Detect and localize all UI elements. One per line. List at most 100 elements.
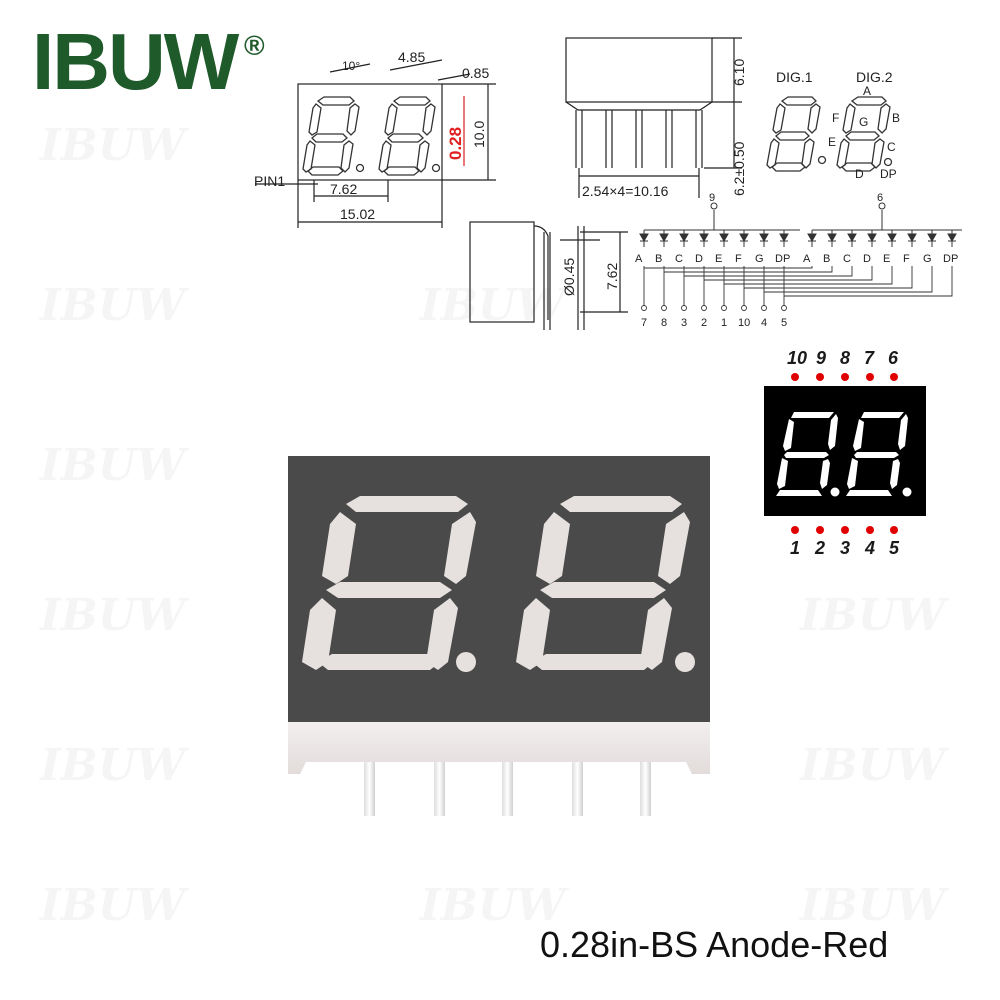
dig1-label: DIG.1 <box>776 69 813 85</box>
dim-height: 10.0 <box>471 121 487 148</box>
diode-array <box>639 230 957 247</box>
sch-pin-label: 5 <box>781 317 787 329</box>
pinout-bottom-label: 1 <box>790 538 800 558</box>
dim-digit-width: 4.85 <box>398 49 425 65</box>
dim-pin-diameter: Ø0.45 <box>561 258 577 296</box>
schematic-wire <box>664 266 833 273</box>
diode-symbol <box>719 230 729 247</box>
pin-terminal <box>761 305 767 311</box>
sch-seg-label: B <box>823 253 830 265</box>
sch-pin-label: 1 <box>721 317 727 329</box>
pin-terminal <box>721 305 727 311</box>
pin-terminal <box>701 305 707 311</box>
dim-seg-width: 0.85 <box>462 65 489 81</box>
diode-symbol <box>907 230 917 247</box>
pinout-top-label: 6 <box>888 348 899 368</box>
product-caption: 0.28in-BS Anode-Red <box>540 924 889 965</box>
watermark: IBUW <box>40 880 186 931</box>
schematic-wire <box>704 266 873 281</box>
sch-seg-label: A <box>635 253 643 265</box>
pinout-bottom-label: 3 <box>840 538 850 558</box>
watermark: IBUW <box>40 440 186 491</box>
sch-seg-label: DP <box>943 253 958 265</box>
dim-angle: 10° <box>342 59 360 73</box>
sch-seg-label: A <box>803 253 811 265</box>
watermark: IBUW <box>40 590 186 641</box>
pin-dots-top <box>791 373 898 381</box>
pinout-bottom-label: 5 <box>889 538 900 558</box>
pin-terminal <box>681 305 687 311</box>
schematic-wire <box>724 266 893 285</box>
pinout-bottom-label: 2 <box>814 538 825 558</box>
pinout-top-label: 8 <box>840 348 850 368</box>
seg-g-label: G <box>859 115 868 129</box>
schematic-wire <box>784 266 953 297</box>
pin1-label: PIN1 <box>254 173 285 189</box>
registered-mark: ® <box>244 30 265 61</box>
seg-e-label: E <box>828 135 836 149</box>
diode-symbol <box>867 230 877 247</box>
pinout-top-label: 7 <box>864 348 875 368</box>
sch-pin-label: 2 <box>701 317 707 329</box>
sch-seg-label: F <box>903 253 910 265</box>
diode-symbol <box>699 230 709 247</box>
dim-pin-length: 6.2±0.50 <box>731 141 747 196</box>
pinout-digit-segments <box>776 412 912 497</box>
schematic-wire <box>744 266 913 289</box>
pin-terminal <box>781 305 787 311</box>
diode-symbol <box>679 230 689 247</box>
diode-symbol <box>827 230 837 247</box>
common-pin-right: 6 <box>877 192 883 204</box>
pin-terminal <box>661 305 667 311</box>
pinout-top-label: 10 <box>787 348 807 368</box>
diode-symbol <box>947 230 957 247</box>
brand-logo: IBUW <box>32 17 239 106</box>
sch-pin-label: 3 <box>681 317 687 329</box>
watermark: IBUW <box>800 740 946 791</box>
diode-symbol <box>759 230 769 247</box>
diode-symbol <box>739 230 749 247</box>
sch-seg-label: D <box>695 253 703 265</box>
watermark: IBUW <box>800 590 946 641</box>
sch-seg-label: C <box>843 253 851 265</box>
seg-f-label: F <box>832 111 839 125</box>
dim-pitch: 7.62 <box>330 181 357 197</box>
dim-body-height: 6.10 <box>731 59 747 86</box>
dim-pin-span: 2.54×4=10.16 <box>582 183 669 199</box>
sch-seg-label: E <box>883 253 890 265</box>
sch-pin-label: 4 <box>761 317 767 329</box>
schematic-wire <box>764 266 933 293</box>
diode-symbol <box>779 230 789 247</box>
pin-terminal <box>741 305 747 311</box>
pin-terminal <box>641 305 647 311</box>
sch-seg-label: E <box>715 253 722 265</box>
diode-symbol <box>847 230 857 247</box>
sch-seg-label: B <box>655 253 662 265</box>
pin-dots-bottom <box>791 526 898 534</box>
sch-pin-label: 10 <box>738 317 750 329</box>
diode-symbol <box>887 230 897 247</box>
display-pins <box>364 760 651 816</box>
diode-symbol <box>807 230 817 247</box>
seg-d-label: D <box>855 167 864 181</box>
schematic-wire <box>684 266 853 277</box>
sch-seg-label: DP <box>775 253 790 265</box>
pinout-top-label: 9 <box>816 348 826 368</box>
common-pin-left: 9 <box>709 192 715 204</box>
seg-b-label: B <box>892 111 900 125</box>
display-base <box>288 720 710 774</box>
dim-char-height: 0.28 <box>446 127 465 160</box>
seg-c-label: C <box>887 140 896 154</box>
sch-seg-label: G <box>923 253 932 265</box>
technical-drawing: 10° 4.85 0.85 0.28 10.0 PIN1 7.62 15.02 … <box>254 37 962 330</box>
sch-seg-label: G <box>755 253 764 265</box>
sch-seg-label: D <box>863 253 871 265</box>
dim-total-width: 15.02 <box>340 206 375 222</box>
pinout-bottom-label: 4 <box>864 538 875 558</box>
seg-a-label: A <box>863 84 871 98</box>
sch-pin-label: 7 <box>641 317 647 329</box>
display-product-render <box>288 456 710 816</box>
display-segments <box>302 496 695 672</box>
diode-symbol <box>927 230 937 247</box>
watermark: IBUW <box>40 740 186 791</box>
